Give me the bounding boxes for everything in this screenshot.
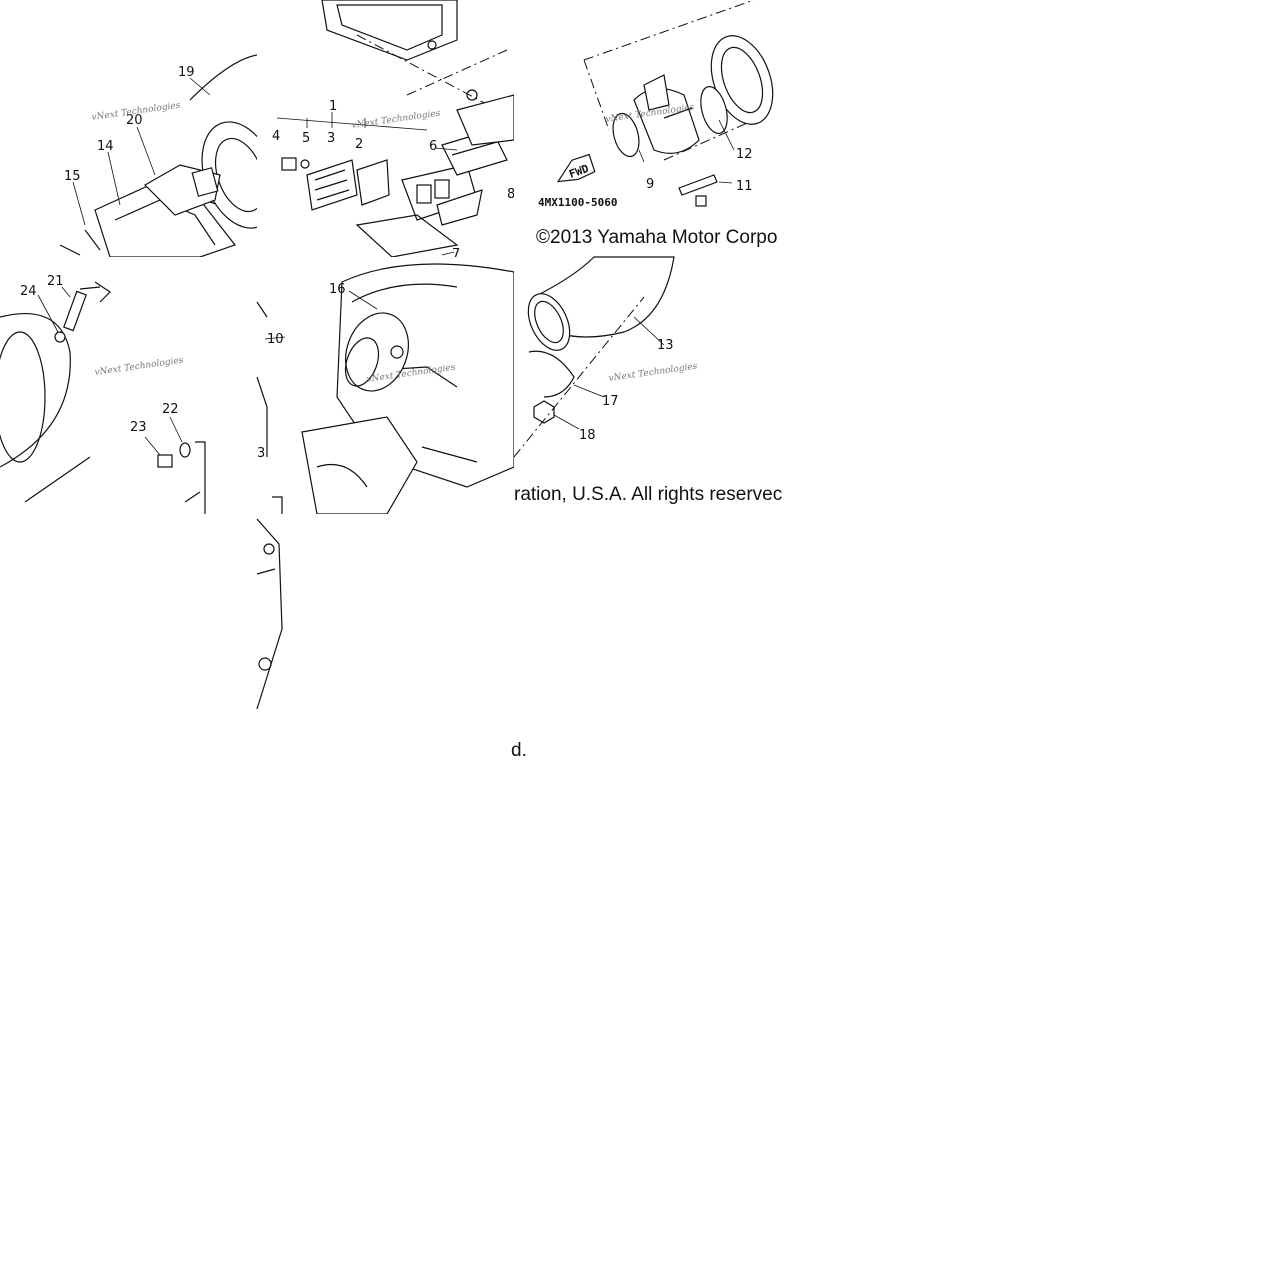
tile-middle-left-drawing: 24 21 22 23 vNext Technologies	[0, 274, 206, 514]
watermark: vNext Technologies	[608, 362, 698, 384]
callout-22: 22	[162, 402, 179, 417]
tile-top-middle: 1 4 5 3 2 6 7 8 vNext Technologies	[257, 0, 515, 262]
callout-7: 7	[452, 247, 460, 262]
tile-center-drawing: 16 10 3 vNext Technologies	[256, 263, 515, 515]
tile-top-right-drawing: FWD 9 12 11 4MX1100-5060 vNext Technolog…	[538, 0, 774, 209]
callout-6: 6	[429, 139, 437, 154]
tile-middle-right-drawing: 13 17 18 vNext Technologies	[513, 256, 698, 458]
callout-15: 15	[64, 169, 81, 184]
callout-9: 9	[646, 177, 654, 192]
callout-5: 5	[302, 131, 310, 146]
tile-top-left-drawing: 19 20 14 15 vNext Technologies	[59, 54, 279, 258]
callout-21: 21	[47, 274, 64, 289]
callout-14: 14	[97, 139, 114, 154]
callout-17: 17	[602, 394, 619, 409]
callout-23: 23	[130, 420, 147, 435]
part-number-code: 4MX1100-5060	[538, 196, 617, 209]
tile-middle-left: 24 21 22 23 vNext Technologies	[0, 257, 257, 514]
callout-12: 12	[736, 147, 753, 162]
callout-18: 18	[579, 428, 596, 443]
callout-10: 10	[267, 332, 284, 347]
callout-3-partial: 3	[257, 446, 265, 461]
callout-19: 19	[178, 65, 195, 80]
tile-top-right: FWD 9 12 11 4MX1100-5060 vNext Technolog…	[514, 0, 777, 257]
callout-1: 1	[329, 99, 337, 114]
callout-24: 24	[20, 284, 37, 299]
callout-16: 16	[329, 282, 346, 297]
callout-11: 11	[736, 179, 753, 194]
copyright-fragment-c: d.	[511, 740, 527, 761]
callout-13: 13	[657, 338, 674, 353]
watermark: vNext Technologies	[94, 356, 184, 378]
tile-top-middle-drawing: 1 4 5 3 2 6 7 8 vNext Technologies	[272, 0, 515, 262]
tile-middle-right: 13 17 18 vNext Technologies ration, U.S.…	[513, 256, 782, 514]
tile-top-left: 19 20 14 15 vNext Technologies	[0, 0, 279, 258]
callout-8-partial: 8	[507, 187, 515, 202]
copyright-fragment-b: ration, U.S.A. All rights reservec	[514, 484, 783, 505]
callout-20: 20	[126, 113, 143, 128]
tile-center: 16 10 3 vNext Technologies	[256, 257, 515, 515]
callout-2: 2	[355, 137, 363, 152]
tile-bottom-center: d.	[256, 514, 527, 771]
tile-bottom-center-drawing	[256, 518, 283, 710]
callout-3: 3	[327, 131, 335, 146]
callout-4: 4	[272, 129, 280, 144]
copyright-fragment-a: ©2013 Yamaha Motor Corpo	[536, 227, 778, 248]
